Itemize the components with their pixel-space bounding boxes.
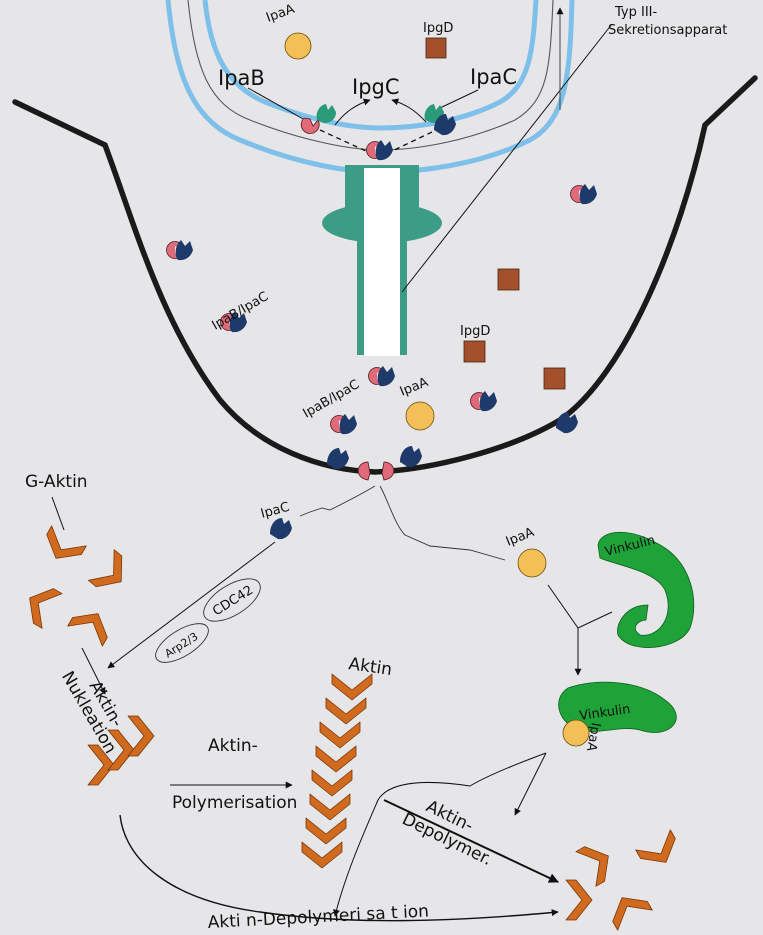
ipgD-label-top: IpgD bbox=[423, 21, 453, 36]
ipaA-protein bbox=[285, 33, 311, 59]
ipgD-protein bbox=[544, 368, 565, 389]
ipgD-protein bbox=[464, 341, 485, 362]
ipaB-label: IpaB bbox=[218, 66, 265, 90]
ipaA-protein bbox=[406, 402, 434, 430]
ipgC-label: IpgC bbox=[352, 75, 400, 99]
ipgD-protein bbox=[498, 269, 519, 290]
ipgD-protein bbox=[426, 38, 446, 58]
g-aktin-label: G-Aktin bbox=[25, 472, 88, 492]
ipgD-label: IpgD bbox=[460, 324, 490, 339]
ipaA-protein bbox=[518, 549, 546, 577]
ipaC-label: IpaC bbox=[470, 65, 517, 89]
